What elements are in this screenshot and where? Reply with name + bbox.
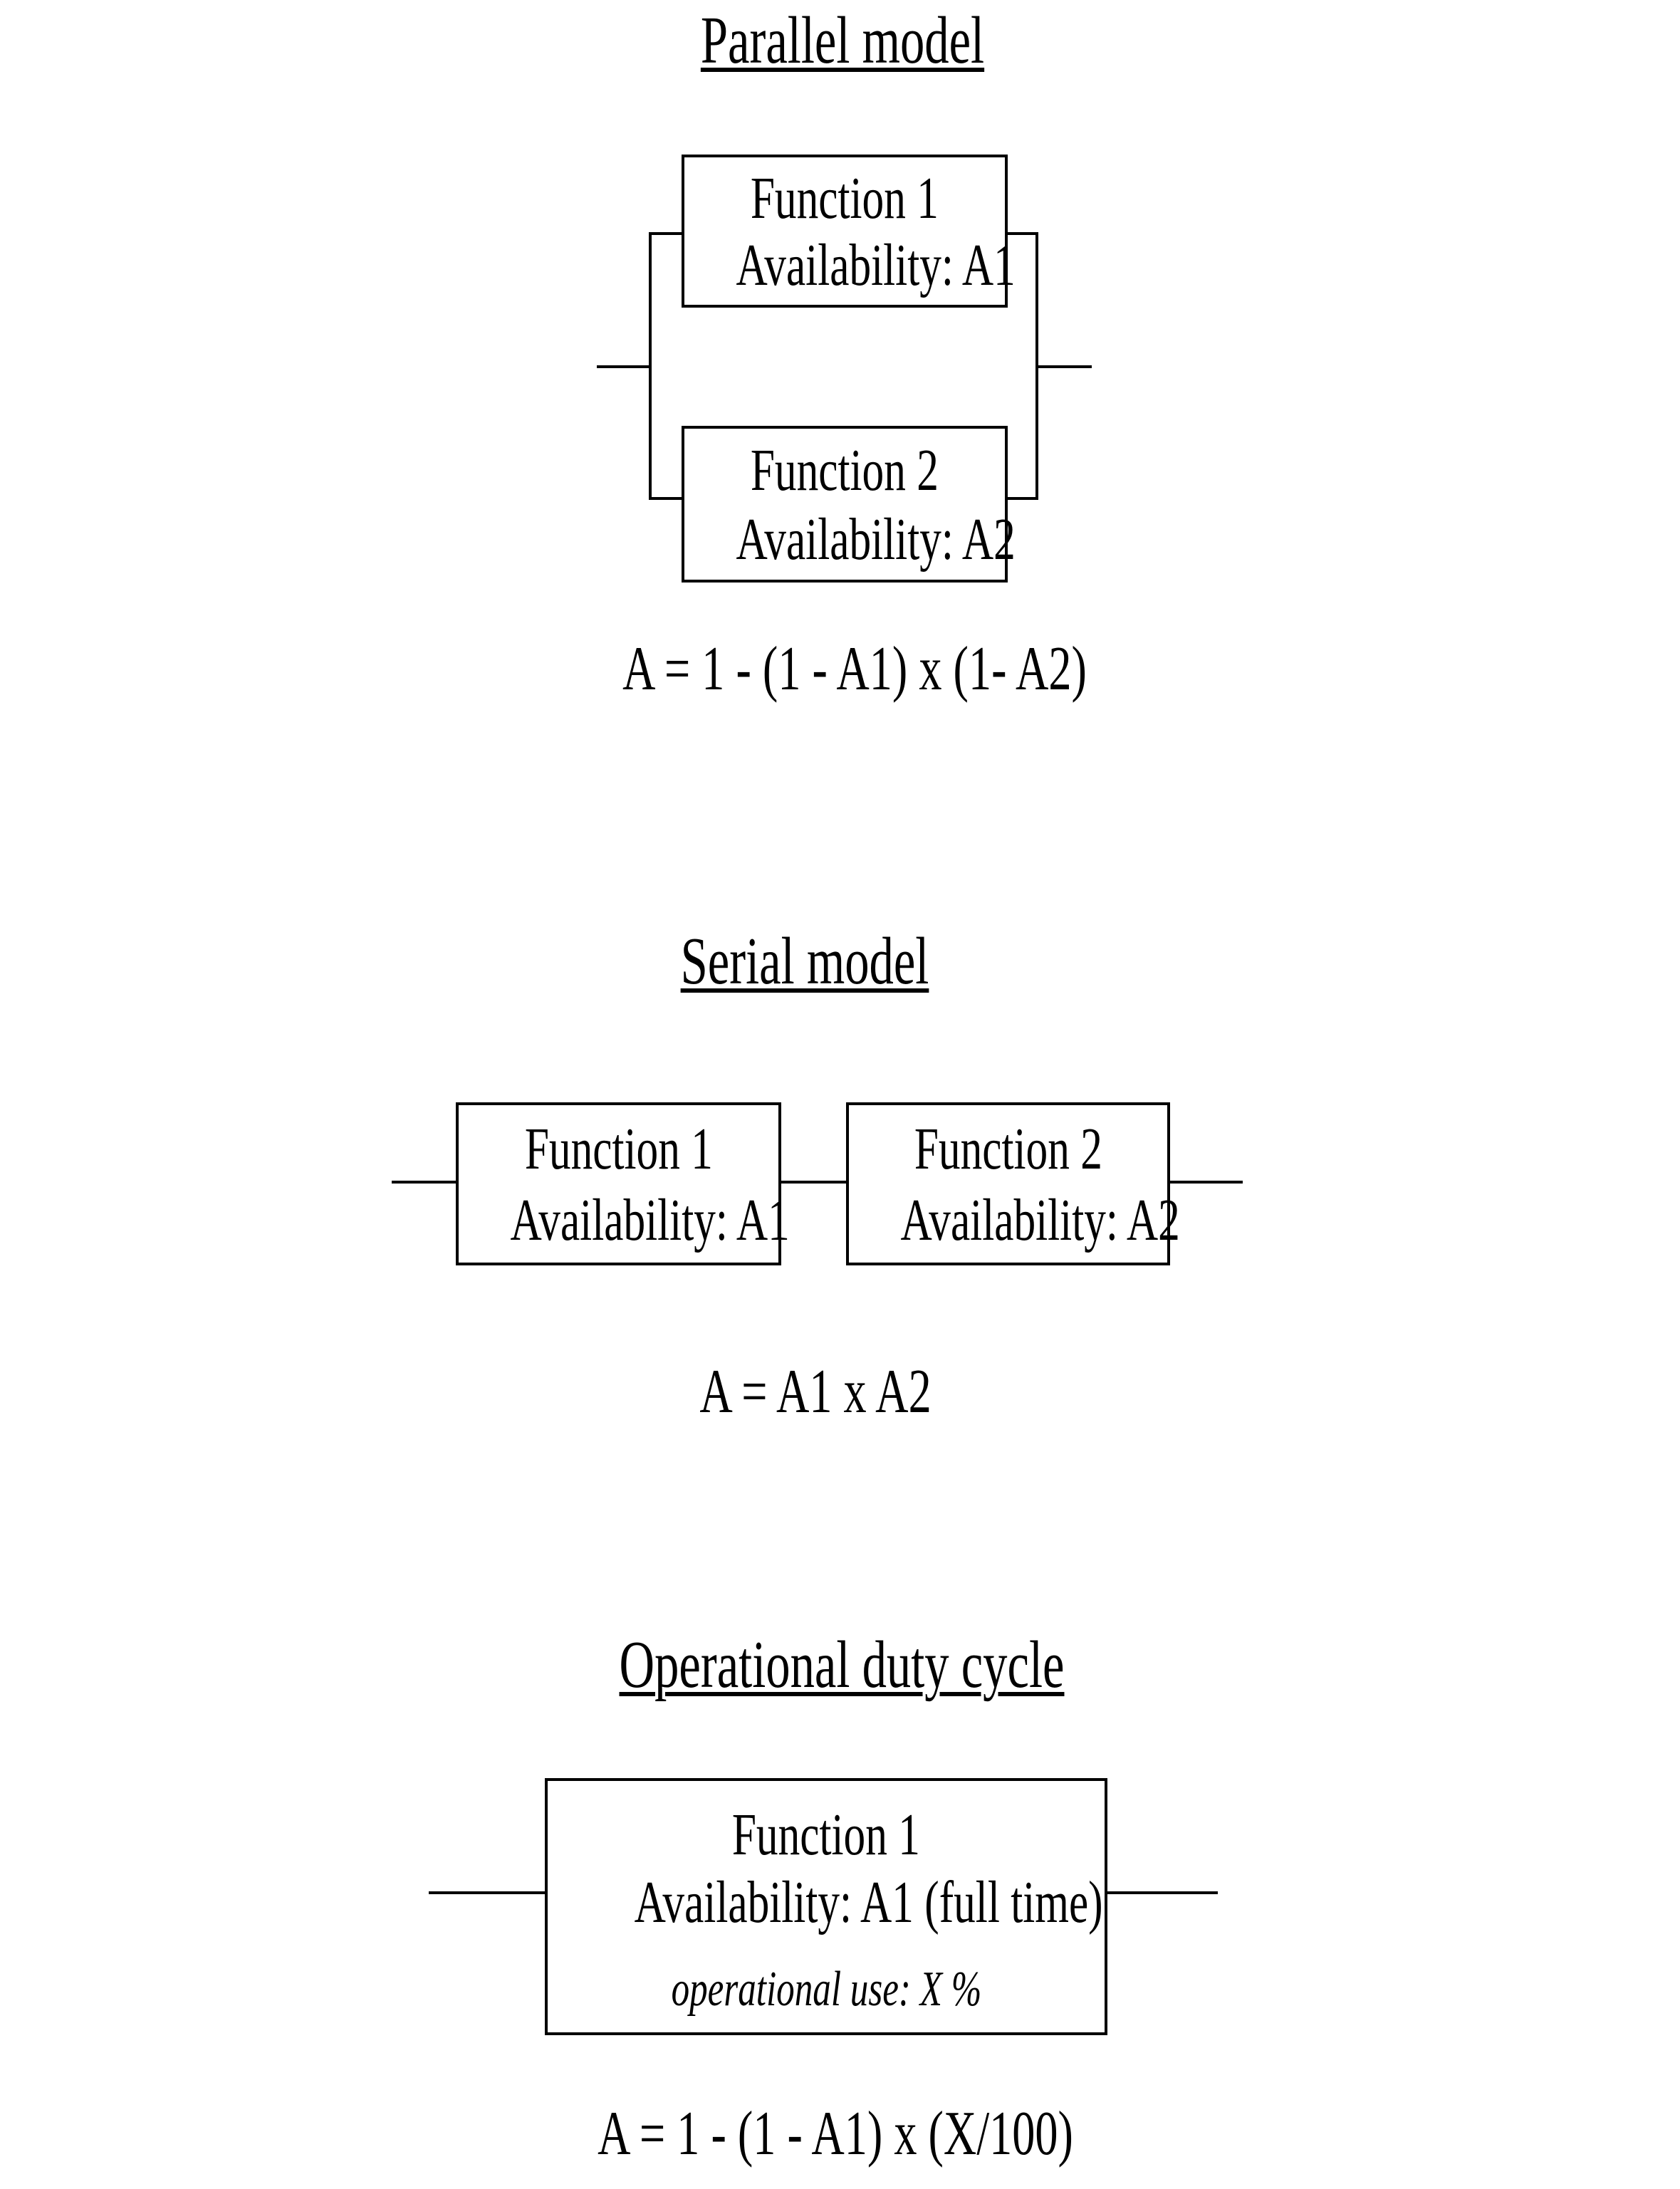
serial-function2-box: Function 2 Availability: A2 [846,1102,1180,1265]
serial-function2-name: Function 2 [914,1115,1102,1182]
parallel-input-line [597,365,652,368]
serial-availability-formula: A = A1 x A2 [699,1357,932,1426]
duty-function1-box: Function 1 Availability: A1 (full time) … [545,1778,1107,2035]
parallel-function1-name: Function 1 [750,164,939,231]
serial-model-title: Serial model [635,928,975,995]
serial-function1-availability: Availability: A1 [510,1187,790,1254]
serial-middle-connector-line [780,1181,847,1184]
duty-cycle-title: Operational duty cycle [537,1631,1147,1698]
parallel-model-title-text: Parallel model [700,4,985,78]
duty-input-line [429,1891,546,1894]
parallel-function1-box: Function 1 Availability: A1 [682,155,1016,308]
parallel-availability-formula: A = 1 - (1 - A1) x (1- A2) [622,634,1087,704]
serial-output-line [1169,1181,1243,1184]
serial-input-line [392,1181,457,1184]
duty-function1-operational-use: operational use: X % [671,1961,981,2017]
parallel-function2-name: Function 2 [750,437,939,504]
parallel-function2-box: Function 2 Availability: A2 [682,426,1016,582]
duty-function1-availability: Availability: A1 (full time) [634,1869,1103,1936]
duty-output-line [1106,1891,1218,1894]
parallel-function1-availability: Availability: A1 [736,232,1016,299]
duty-availability-formula: A = 1 - (1 - A1) x (X/100) [598,2099,1073,2168]
serial-function1-box: Function 1 Availability: A1 [456,1102,790,1265]
serial-function1-name: Function 1 [524,1115,713,1182]
duty-function1-name: Function 1 [731,1801,921,1868]
serial-model-title-text: Serial model [680,924,929,998]
parallel-output-line [1037,365,1092,368]
serial-function2-availability: Availability: A2 [900,1187,1180,1254]
parallel-function2-availability: Availability: A2 [736,506,1016,573]
duty-cycle-title-text: Operational duty cycle [619,1628,1065,1702]
parallel-model-title: Parallel model [648,7,1037,74]
